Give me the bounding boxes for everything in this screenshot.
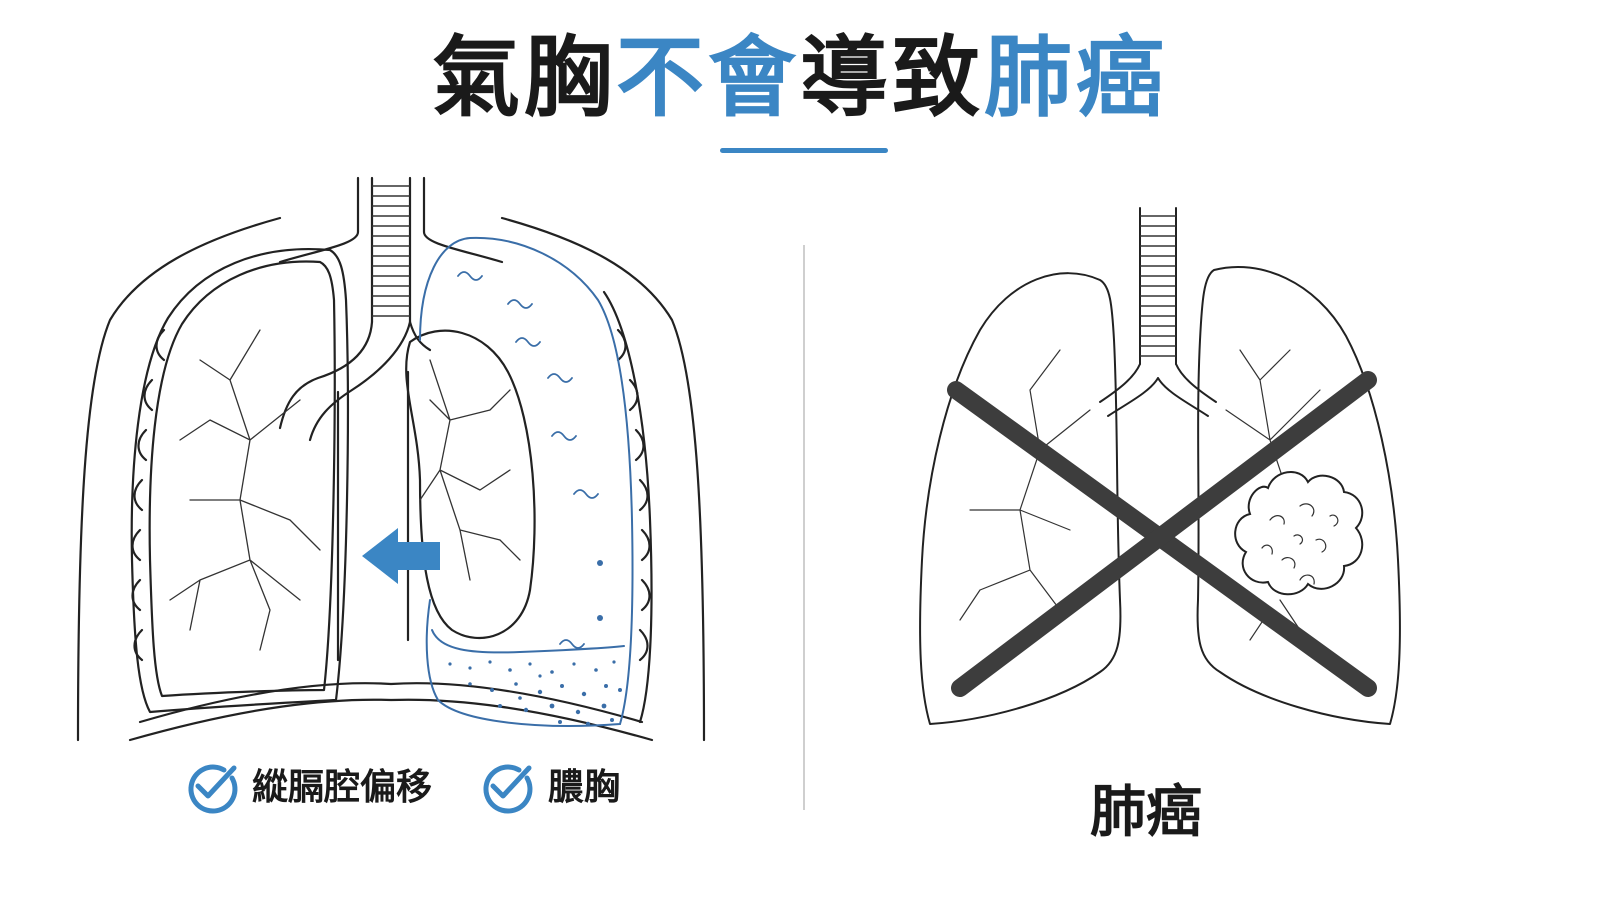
body-outline-right — [500, 216, 706, 742]
lung-cancer-illustration — [919, 207, 1401, 725]
lung-left-fig — [919, 272, 1122, 725]
check-circle-icon — [188, 764, 238, 814]
rib-bumps-left — [131, 328, 166, 662]
left-lung-inner — [148, 260, 336, 698]
pleural-space-outline — [419, 236, 634, 727]
diaphragm — [138, 682, 644, 724]
bronchus-right — [408, 320, 432, 352]
title-underline — [720, 148, 888, 153]
page-title: 氣胸不會導致肺癌 — [0, 18, 1600, 138]
trachea-rings-right-fig — [1140, 215, 1176, 357]
title-part-cause: 導致 — [800, 26, 985, 129]
trachea-rings-left-fig — [372, 185, 410, 317]
panel-divider — [803, 245, 805, 810]
title-part-pneumothorax: 氣胸 — [431, 26, 616, 129]
trachea — [370, 176, 412, 324]
lung-right-fig — [1196, 266, 1401, 725]
bronchial-tree-right-fig-right — [1225, 349, 1321, 641]
collapsed-lung — [405, 329, 536, 639]
fluid-dots — [448, 560, 622, 727]
tumor-texture — [1261, 503, 1339, 585]
bronchus-left — [278, 320, 374, 430]
bronchial-tree-left — [169, 329, 321, 651]
title-part-lung-cancer: 肺癌 — [984, 26, 1169, 129]
tumor-mass — [1234, 471, 1364, 596]
lung-cancer-label: 肺癌 — [1090, 780, 1202, 845]
caption-mediastinal-shift: 縱膈腔偏移 — [252, 767, 433, 808]
check-circle-icon — [483, 764, 533, 814]
left-lung-outer — [130, 248, 349, 714]
bronchial-tree-right-fig-left — [959, 349, 1091, 621]
cross-x-icon — [947, 371, 1377, 697]
title-part-does-not: 不會 — [615, 26, 800, 129]
caption-empyema: 膿胸 — [548, 767, 621, 808]
mediastinal-shift-arrow — [362, 528, 440, 584]
bronchial-tree-right — [419, 359, 521, 581]
air-squiggles — [457, 271, 599, 649]
body-outline-left — [76, 216, 282, 742]
